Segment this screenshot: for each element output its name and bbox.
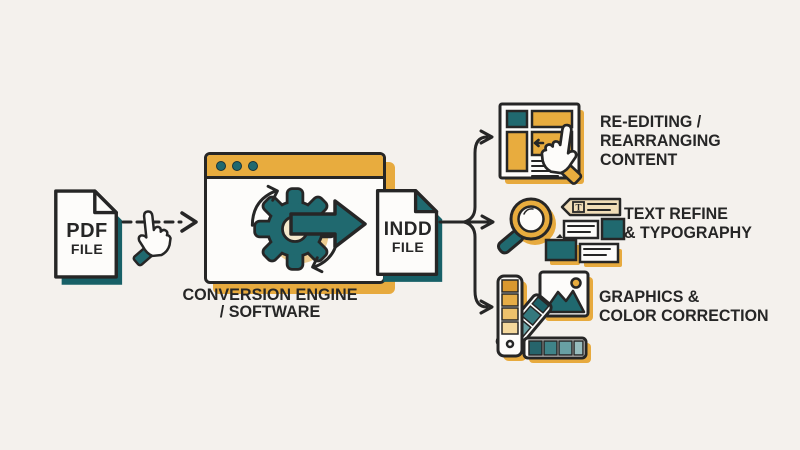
output2-line2: & TYPOGRAPHY: [624, 223, 752, 242]
engine-caption-line2: / SOFTWARE: [219, 302, 321, 321]
indd-file-label: INDD FILE: [370, 183, 446, 282]
engine-caption: CONVERSION ENGINE / SOFTWARE: [173, 286, 367, 320]
window-dot-icon: [216, 160, 226, 171]
output1-line3: CONTENT: [600, 150, 678, 169]
text-tag-letter: T: [575, 203, 581, 213]
pdf-file-icon: [54, 189, 123, 285]
output2-line1: TEXT REFINE: [624, 204, 728, 223]
output1-line1: RE-EDITING /: [600, 112, 702, 131]
magnifier-text-icon: T: [497, 197, 626, 267]
pdf-file-node: PDF FILE: [48, 183, 126, 285]
output-label-graphics: GRAPHICS & COLOR CORRECTION: [599, 287, 769, 325]
indd-file-icon: [375, 189, 443, 282]
output-label-text-refine: TEXT REFINE & TYPOGRAPHY: [624, 204, 752, 242]
branch-connector-icon: [438, 129, 495, 315]
indd-file-type: FILE: [391, 239, 425, 256]
color-swatches-image-icon: [495, 270, 593, 363]
hand-cursor-icon: [540, 123, 583, 185]
indd-file-name: INDD: [383, 219, 433, 241]
output3-line1: GRAPHICS &: [599, 287, 700, 306]
conversion-arrow-icon: [289, 199, 367, 249]
window-titlebar: [207, 155, 383, 179]
output1-line2: REARRANGING: [600, 131, 721, 150]
output3-line2: COLOR CORRECTION: [599, 306, 769, 325]
pdf-file-type: FILE: [70, 241, 104, 258]
window-dot-icon: [232, 160, 242, 171]
pdf-file-name: PDF: [66, 220, 108, 243]
indd-file-node: INDD FILE: [370, 183, 446, 282]
output-label-reediting: RE-EDITING / REARRANGING CONTENT: [600, 112, 721, 169]
window-dot-icon: [248, 160, 258, 171]
engine-caption-line1: CONVERSION ENGINE: [182, 285, 358, 304]
hand-cursor-icon: [132, 210, 172, 267]
pdf-file-label: PDF FILE: [48, 183, 126, 285]
